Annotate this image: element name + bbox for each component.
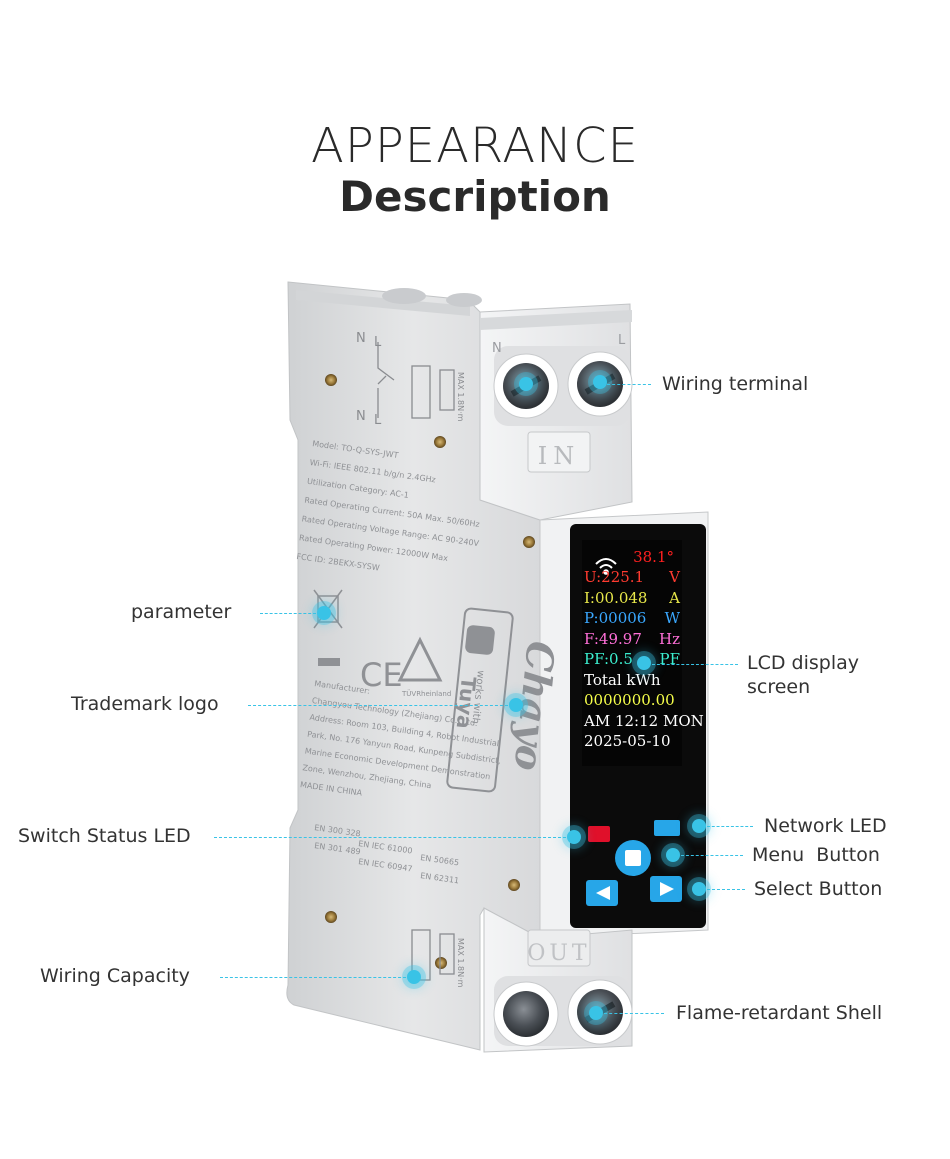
terminal-n-label: N	[492, 341, 502, 356]
in-label-plate	[527, 431, 591, 473]
in-label: IN	[538, 442, 580, 470]
page-subtitle: Description	[339, 172, 611, 221]
wiring-schematic	[377, 342, 455, 981]
svg-text:L: L	[374, 335, 382, 350]
callout-parameter: parameter	[131, 601, 232, 623]
wifi-icon	[595, 558, 617, 575]
switch-status-led	[588, 826, 610, 842]
network-led	[654, 820, 680, 836]
ce-mark: CE	[360, 656, 403, 694]
callout-select-button: Select Button	[754, 878, 883, 900]
tuv-triangle-icon	[397, 636, 443, 682]
shell-marker	[589, 1006, 603, 1020]
temperature-readout: 38.1°	[633, 548, 674, 566]
switch-led-marker	[567, 830, 581, 844]
terminal-l-label: L	[618, 333, 626, 348]
lcd-marker	[637, 656, 651, 670]
stop-icon	[625, 850, 641, 866]
callout-menu-button: Menu Button	[752, 844, 880, 866]
wiring-terminal-marker-2	[593, 375, 607, 389]
svg-text:MAX 1.8N·m: MAX 1.8N·m	[456, 372, 465, 422]
out-label: OUT	[527, 941, 590, 966]
parameter-marker	[317, 606, 331, 620]
time-readout: AM 12:12 MON	[584, 711, 704, 730]
svg-text:L: L	[374, 413, 382, 428]
callout-wiring-terminal: Wiring terminal	[662, 373, 809, 395]
svg-text:TÜVRheinland: TÜVRheinland	[401, 689, 451, 698]
svg-text:MAX 1.8N·m: MAX 1.8N·m	[456, 938, 465, 988]
page-title: APPEARANCE	[311, 118, 639, 174]
svg-text:N: N	[356, 331, 366, 346]
date-readout: 2025-05-10	[584, 732, 671, 750]
left-arrow-icon	[596, 886, 610, 900]
callout-switch-status-led: Switch Status LED	[18, 825, 191, 847]
select-button-marker	[692, 882, 706, 896]
energy-value: 0000000.00	[584, 691, 675, 709]
callout-flame-retardant-shell: Flame-retardant Shell	[676, 1002, 883, 1024]
network-led-marker	[692, 819, 706, 833]
svg-text:N: N	[356, 409, 366, 424]
tuya-badge	[446, 607, 514, 793]
callout-wiring-capacity: Wiring Capacity	[40, 965, 190, 987]
svg-text:Tuya: Tuya	[452, 675, 481, 729]
wiring-capacity-marker	[407, 970, 421, 984]
callout-lcd-display-2: screen	[747, 676, 811, 698]
menu-button-marker	[666, 848, 680, 862]
callout-lcd-display-1: LCD display	[747, 652, 859, 674]
energy-label: Total kWh	[584, 670, 661, 689]
callout-network-led: Network LED	[764, 815, 887, 837]
right-arrow-icon	[660, 882, 674, 896]
wiring-terminal-marker	[519, 377, 533, 391]
trademark-marker	[509, 698, 523, 712]
callout-trademark-logo: Trademark logo	[71, 693, 219, 715]
out-label-plate	[527, 929, 591, 967]
